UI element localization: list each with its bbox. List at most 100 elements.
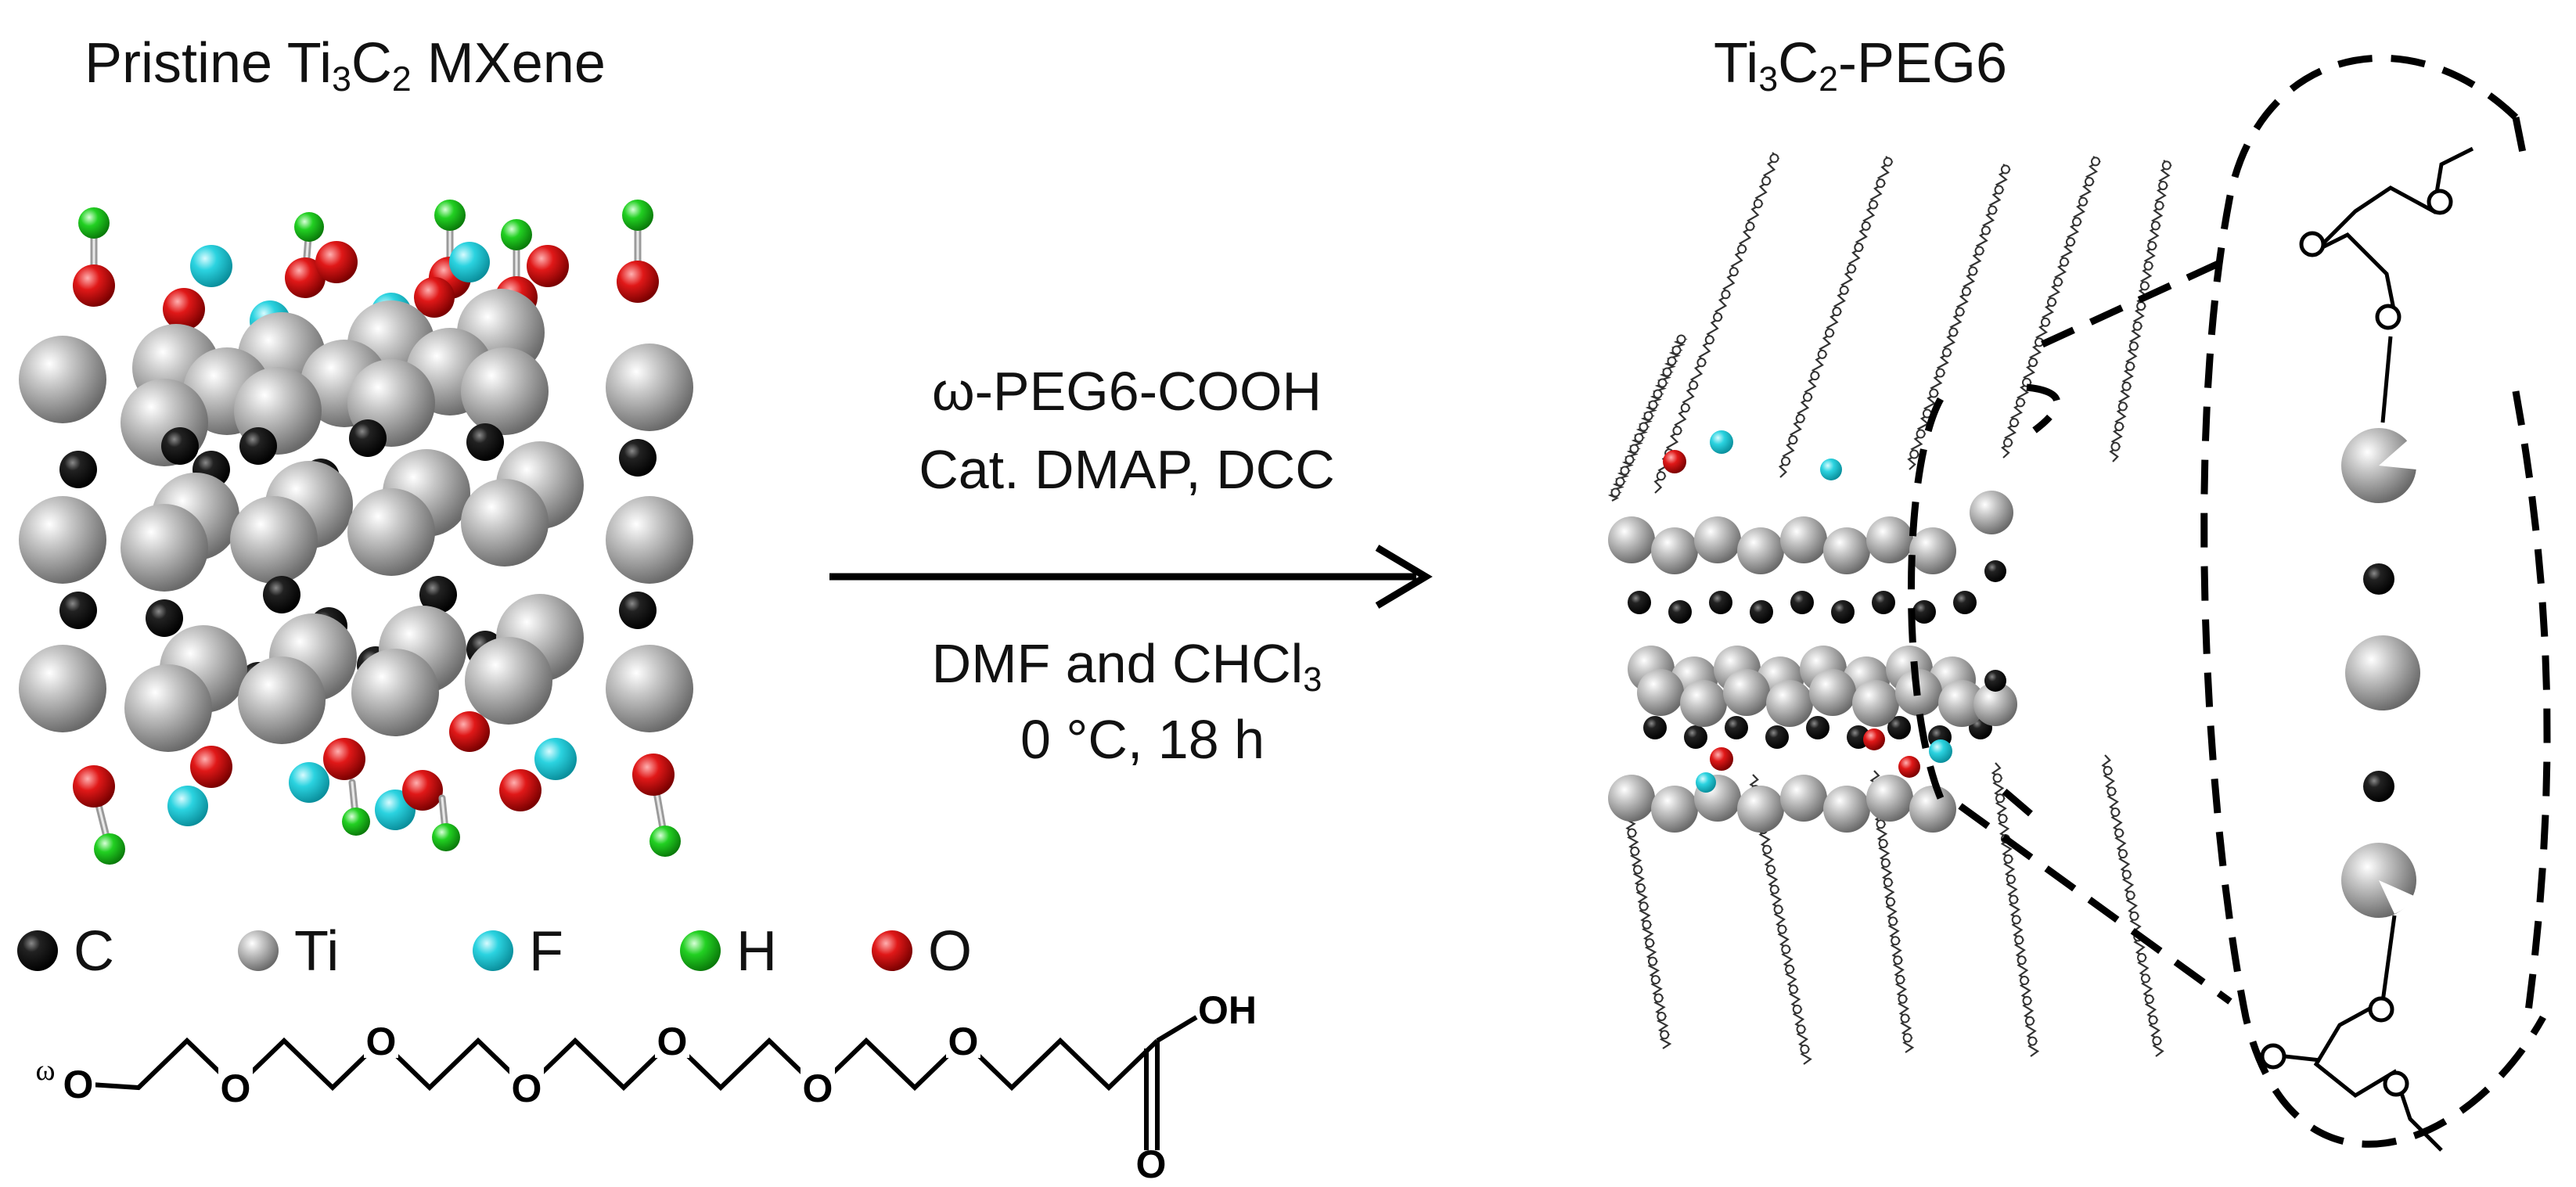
legend-label-c: C bbox=[74, 920, 114, 983]
ether-oxygen bbox=[1765, 865, 1775, 875]
ether-oxygen bbox=[1753, 199, 1763, 209]
ether-oxygen bbox=[2009, 894, 2019, 905]
ether-oxygen bbox=[1634, 433, 1644, 443]
ether-oxygen bbox=[2022, 995, 2032, 1005]
peg-chain bbox=[1607, 335, 1688, 502]
ether-oxygen bbox=[1704, 335, 1714, 345]
f-atom bbox=[167, 786, 208, 826]
ti-atom bbox=[1723, 669, 1770, 716]
ether-oxygen bbox=[2125, 890, 2135, 901]
ether-oxygen bbox=[1781, 456, 1790, 466]
ti-atom bbox=[1680, 680, 1727, 727]
ether-oxygen bbox=[2150, 221, 2160, 231]
ether-oxygen bbox=[2016, 397, 2025, 408]
c-atom bbox=[1765, 725, 1789, 749]
o-label-mask bbox=[509, 1064, 544, 1105]
ether-oxygen bbox=[1888, 916, 1898, 926]
legend-swatch-c bbox=[17, 930, 58, 971]
ether-oxygen bbox=[1650, 975, 1660, 985]
zoom-inset bbox=[1908, 54, 2551, 1152]
h-atom bbox=[294, 212, 324, 242]
ether-oxygen bbox=[2060, 257, 2069, 267]
ti-atom bbox=[1766, 680, 1813, 727]
c-atom bbox=[349, 419, 387, 457]
ether-oxygen bbox=[2110, 441, 2121, 451]
ether-oxygen bbox=[2027, 1036, 2038, 1046]
ether-oxygen bbox=[1803, 392, 1812, 402]
ti-atom bbox=[1694, 516, 1741, 563]
ether-oxygen bbox=[1642, 919, 1652, 930]
ether-oxygen bbox=[1624, 455, 1635, 465]
ether-oxygen bbox=[1769, 153, 1779, 164]
h-atom bbox=[78, 207, 110, 239]
ether-oxygen bbox=[2106, 786, 2117, 797]
ether-oxygen bbox=[1645, 938, 1655, 948]
c-atom bbox=[466, 423, 504, 461]
h-atom bbox=[94, 833, 125, 865]
ether-oxygen bbox=[1630, 846, 1640, 856]
ti-atom bbox=[1823, 527, 1870, 574]
zoom-source-edge bbox=[2001, 383, 2061, 817]
ether-oxygen bbox=[1854, 243, 1864, 253]
bottom-linker-bonds bbox=[2313, 915, 2443, 1152]
ti-atom bbox=[1780, 775, 1827, 822]
h-atom bbox=[649, 826, 681, 857]
peg-chain bbox=[1619, 782, 1672, 1049]
o-atom bbox=[73, 264, 115, 307]
c-atom-zoom-top bbox=[2363, 563, 2394, 595]
ether-oxygen bbox=[2128, 341, 2139, 351]
ether-oxygen bbox=[2053, 277, 2063, 287]
ether-o-label: O bbox=[366, 1020, 397, 1063]
ether-oxygen bbox=[2136, 301, 2146, 311]
ti-atom-zoom-mid bbox=[2345, 635, 2420, 710]
ether-oxygen bbox=[2085, 177, 2094, 187]
ether-oxygen bbox=[2139, 281, 2150, 291]
f-atom bbox=[1929, 739, 1952, 763]
ether-oxygen bbox=[1656, 471, 1666, 481]
h-atom bbox=[434, 200, 466, 231]
ether-oxygen bbox=[1902, 1033, 1912, 1043]
ether-oxygen bbox=[2148, 1015, 2158, 1025]
peg-chain bbox=[2001, 156, 2101, 459]
ether-oxygen bbox=[1627, 828, 1637, 838]
ether-oxygen bbox=[2154, 200, 2164, 210]
peg-chain bbox=[1991, 762, 2040, 1057]
ether-oxygen bbox=[1639, 901, 1649, 912]
ether-oxygen bbox=[2147, 241, 2157, 251]
ether-oxygen bbox=[1941, 347, 1952, 358]
ether-oxygen bbox=[2161, 160, 2171, 171]
ether-oxygen bbox=[1639, 422, 1649, 432]
c-atom bbox=[619, 439, 657, 477]
c-atom bbox=[1643, 716, 1667, 739]
c-atom bbox=[1725, 716, 1748, 739]
ether-oxygen bbox=[2110, 808, 2121, 818]
o-atom bbox=[1663, 450, 1686, 473]
ether-oxygen bbox=[2114, 422, 2124, 432]
ti-atom bbox=[606, 645, 693, 732]
o-atom bbox=[449, 711, 490, 752]
ether-oxygen bbox=[1895, 974, 1905, 984]
ether-oxygen bbox=[1689, 380, 1699, 390]
ti-atom bbox=[1737, 527, 1784, 574]
f-atom bbox=[534, 738, 577, 780]
c-atom bbox=[263, 576, 300, 613]
ether-oxygen bbox=[1657, 1011, 1667, 1021]
o-label-mask bbox=[946, 1017, 980, 1058]
legend-swatch-h bbox=[680, 930, 721, 971]
ether-oxygen bbox=[1861, 221, 1871, 231]
h-atom bbox=[622, 200, 653, 231]
ti-atom bbox=[1809, 669, 1856, 716]
ether-oxygen bbox=[1792, 1004, 1802, 1014]
ether-oxygen bbox=[2132, 321, 2142, 331]
legend-swatch-f bbox=[473, 930, 513, 971]
ether-oxygen bbox=[1662, 367, 1672, 377]
ti-atom bbox=[1780, 516, 1827, 563]
o-atom bbox=[414, 277, 455, 318]
ether-oxygen bbox=[1883, 156, 1893, 167]
ether-oxygen bbox=[2137, 952, 2147, 962]
c-atom bbox=[59, 451, 97, 488]
ether-oxygen bbox=[1955, 307, 1965, 317]
ti-atom bbox=[19, 336, 106, 423]
ether-oxygen bbox=[2121, 869, 2132, 879]
top-linker-bonds bbox=[2315, 146, 2474, 314]
